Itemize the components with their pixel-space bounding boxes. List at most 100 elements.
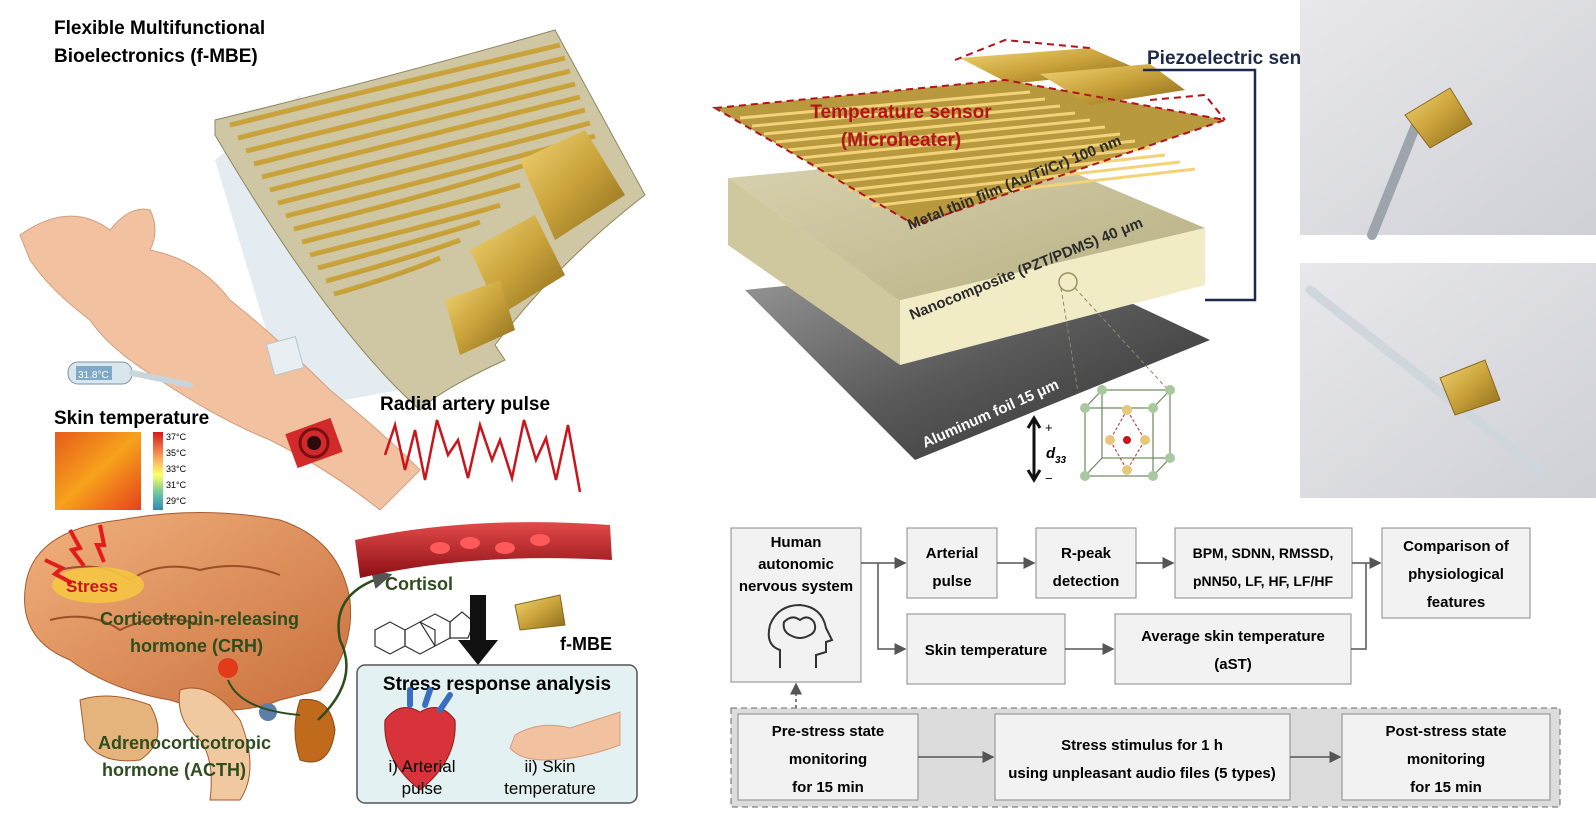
head-brain-icon xyxy=(767,603,834,668)
brain-illustration xyxy=(24,512,352,801)
pre-line-1: Pre-stress state xyxy=(772,723,885,740)
temp-sensor-line-2: (Microheater) xyxy=(841,130,961,151)
d33-minus: − xyxy=(1045,471,1053,486)
colorbar xyxy=(153,432,163,510)
left-panel: Flexible Multifunctional Bioelectronics … xyxy=(19,18,646,804)
flow-arrows xyxy=(790,557,1382,708)
comparison-line-2: physiological xyxy=(1408,566,1504,583)
ast-box xyxy=(1114,613,1352,685)
nanocomposite-top xyxy=(728,150,1205,300)
comparison-line-1: Comparison of xyxy=(1403,538,1510,555)
photo-2 xyxy=(1300,263,1596,498)
stress-highlight xyxy=(52,567,144,603)
analysis-item2-line1: ii) Skin xyxy=(524,757,575,776)
hrv-metrics-box xyxy=(1174,527,1353,599)
ast-line-2: (aST) xyxy=(1214,656,1252,673)
analysis-title: Stress response analysis xyxy=(383,674,611,695)
device-stack-panel: Aluminum foil 15 μm Nanocomposite (PZT/P… xyxy=(711,38,1331,486)
hrv-line-1: BPM, SDNN, RMSSD, xyxy=(1193,545,1334,561)
hrv-line-2: pNN50, LF, HF, LF/HF xyxy=(1193,573,1333,589)
title-line-1: Flexible Multifunctional xyxy=(54,18,265,39)
post-line-3: for 15 min xyxy=(1410,779,1482,796)
thermometer-reading: 31.8°C xyxy=(78,370,109,381)
title-line-2: Bioelectronics (f-MBE) xyxy=(54,46,258,67)
human-line-3: nervous system xyxy=(739,578,853,595)
pulse-waveform xyxy=(383,419,582,493)
crh-path xyxy=(227,679,301,716)
cortisol-molecule xyxy=(374,611,475,655)
analysis-item2-line2: temperature xyxy=(504,779,596,798)
post-line-1: Post-stress state xyxy=(1386,723,1507,740)
human-line-1: Human xyxy=(771,534,822,551)
nanocomposite-left-face xyxy=(728,178,900,365)
crystal-structure xyxy=(1084,389,1171,477)
analysis-item1-line2: pulse xyxy=(402,779,443,798)
zoom-line xyxy=(1074,287,1171,393)
flowchart: Human autonomic nervous system Arterial … xyxy=(730,527,1561,808)
colorbar-tick-29: 29°C xyxy=(166,496,187,506)
pre-line-2: monitoring xyxy=(789,751,867,768)
flexible-device-illustration xyxy=(214,29,646,411)
blood-vessel xyxy=(355,522,612,578)
colorbar-tick-37: 37°C xyxy=(166,432,187,442)
human-box xyxy=(730,527,862,683)
d33-arrowheads xyxy=(1026,415,1042,483)
metal-film-layer xyxy=(715,48,1225,225)
piezo-outline xyxy=(1149,93,1226,121)
hand-icon xyxy=(509,711,621,761)
cortisol-arrow xyxy=(317,569,393,721)
zoom-circle xyxy=(1058,272,1078,292)
skin-temp-label: Skin temperature xyxy=(925,642,1048,659)
skin-temp-box xyxy=(906,613,1066,685)
d33-plus: + xyxy=(1045,420,1053,435)
red-blood-cell xyxy=(530,534,550,546)
down-arrow xyxy=(458,595,498,665)
fmbe-label: f-MBE xyxy=(560,634,612,654)
temp-sensor-line-1: Temperature sensor xyxy=(810,102,992,123)
arterial-line-1: Arterial xyxy=(926,545,979,562)
stim-line-2: using unpleasant audio files (5 types) xyxy=(1008,765,1276,782)
red-blood-cell xyxy=(430,542,450,554)
pulse-label: Radial artery pulse xyxy=(380,394,550,415)
nanocomposite-front-face xyxy=(900,228,1205,365)
rpeak-line-2: detection xyxy=(1053,573,1120,590)
thermometer-icon xyxy=(67,361,193,388)
pre-stress-box xyxy=(737,713,919,801)
ast-line-1: Average skin temperature xyxy=(1141,628,1325,645)
piezo-outline xyxy=(954,38,1091,61)
analysis-item1-line1: i) Arterial xyxy=(388,757,455,776)
post-stress-box xyxy=(1341,713,1551,801)
cortisol-label: Cortisol xyxy=(385,574,453,594)
piezo-label: Piezoelectric sensor xyxy=(1147,48,1331,69)
red-blood-cell xyxy=(460,537,480,549)
d33-subscript: 33 xyxy=(1055,455,1067,466)
stimulus-box xyxy=(994,713,1291,801)
acth-line-1: Adrenocorticotropic xyxy=(98,733,271,753)
crystal-atoms xyxy=(1080,385,1175,481)
wrist-patch xyxy=(265,336,305,376)
arterial-line-2: pulse xyxy=(932,573,971,590)
photo-1 xyxy=(1300,0,1596,240)
colorbar-tick-35: 35°C xyxy=(166,448,187,458)
rpeak-line-1: R-peak xyxy=(1061,545,1112,562)
post-line-2: monitoring xyxy=(1407,751,1485,768)
lightning-icon xyxy=(44,558,73,585)
temp-sensor-outline xyxy=(711,78,1229,227)
zoom-line xyxy=(1060,287,1079,393)
lightning-icon xyxy=(94,524,107,563)
stress-label: Stress xyxy=(66,577,118,596)
pre-line-3: for 15 min xyxy=(792,779,864,796)
skin-temperature-label: Skin temperature xyxy=(54,408,209,429)
crh-line-2: hormone (CRH) xyxy=(130,636,263,656)
crh-line-1: Corticotropin-releasing xyxy=(100,609,299,629)
human-line-2: autonomic xyxy=(758,556,834,573)
thermal-map xyxy=(55,432,141,510)
comparison-box xyxy=(1381,527,1531,619)
comparison-line-3: features xyxy=(1427,594,1485,611)
fmbe-thumbnail xyxy=(514,594,566,631)
pulse-target-icon xyxy=(285,417,343,469)
crh-dot xyxy=(218,658,238,678)
lightning-icon xyxy=(68,529,86,568)
stim-line-1: Stress stimulus for 1 h xyxy=(1061,737,1223,754)
